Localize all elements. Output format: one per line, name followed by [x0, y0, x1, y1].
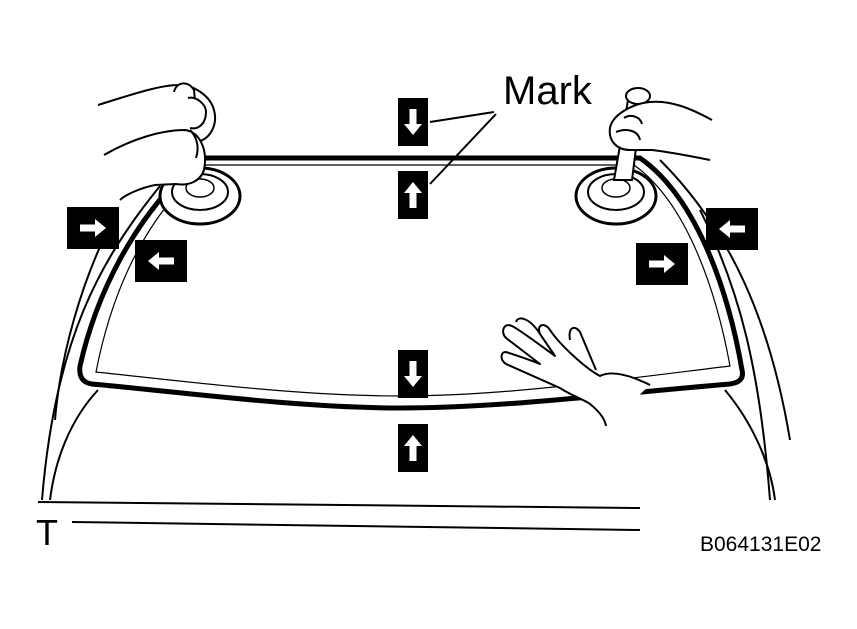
marker-down-3 [398, 350, 428, 398]
arrow-up-icon [404, 435, 422, 461]
marker-right-7 [636, 243, 688, 285]
windshield-molding [77, 155, 745, 411]
arrow-down-icon [404, 109, 422, 135]
mark-leader-lower [429, 113, 497, 185]
arrow-up-icon [404, 182, 422, 208]
marker-down-1 [398, 98, 428, 146]
mark-label: Mark [503, 69, 593, 113]
marker-left-8 [706, 208, 758, 250]
arrow-down-icon [404, 361, 422, 387]
arrow-right-icon [80, 219, 106, 237]
left-hands [97, 82, 216, 201]
left-a-pillar-outer [41, 185, 161, 501]
arrow-right-icon [649, 255, 675, 273]
direction-markers [67, 98, 758, 472]
figure-id: B064131E02 [700, 533, 821, 556]
right-hand [608, 100, 713, 161]
edge-label: T [36, 512, 58, 553]
marker-up-2 [398, 171, 428, 219]
marker-left-6 [135, 240, 187, 282]
left-hood-edge [49, 389, 99, 501]
arrow-left-icon [719, 220, 745, 238]
marker-up-4 [398, 424, 428, 472]
arrow-left-icon [148, 252, 174, 270]
hood-line-upper [37, 501, 641, 509]
mark-leader-upper [429, 111, 495, 123]
mark-callout: Mark [429, 69, 593, 185]
marker-right-5 [67, 207, 119, 249]
pressing-hand [500, 317, 651, 427]
hood-line-lower [71, 521, 641, 531]
right-a-pillar-outer [659, 159, 791, 441]
right-hood-edge [724, 389, 776, 501]
